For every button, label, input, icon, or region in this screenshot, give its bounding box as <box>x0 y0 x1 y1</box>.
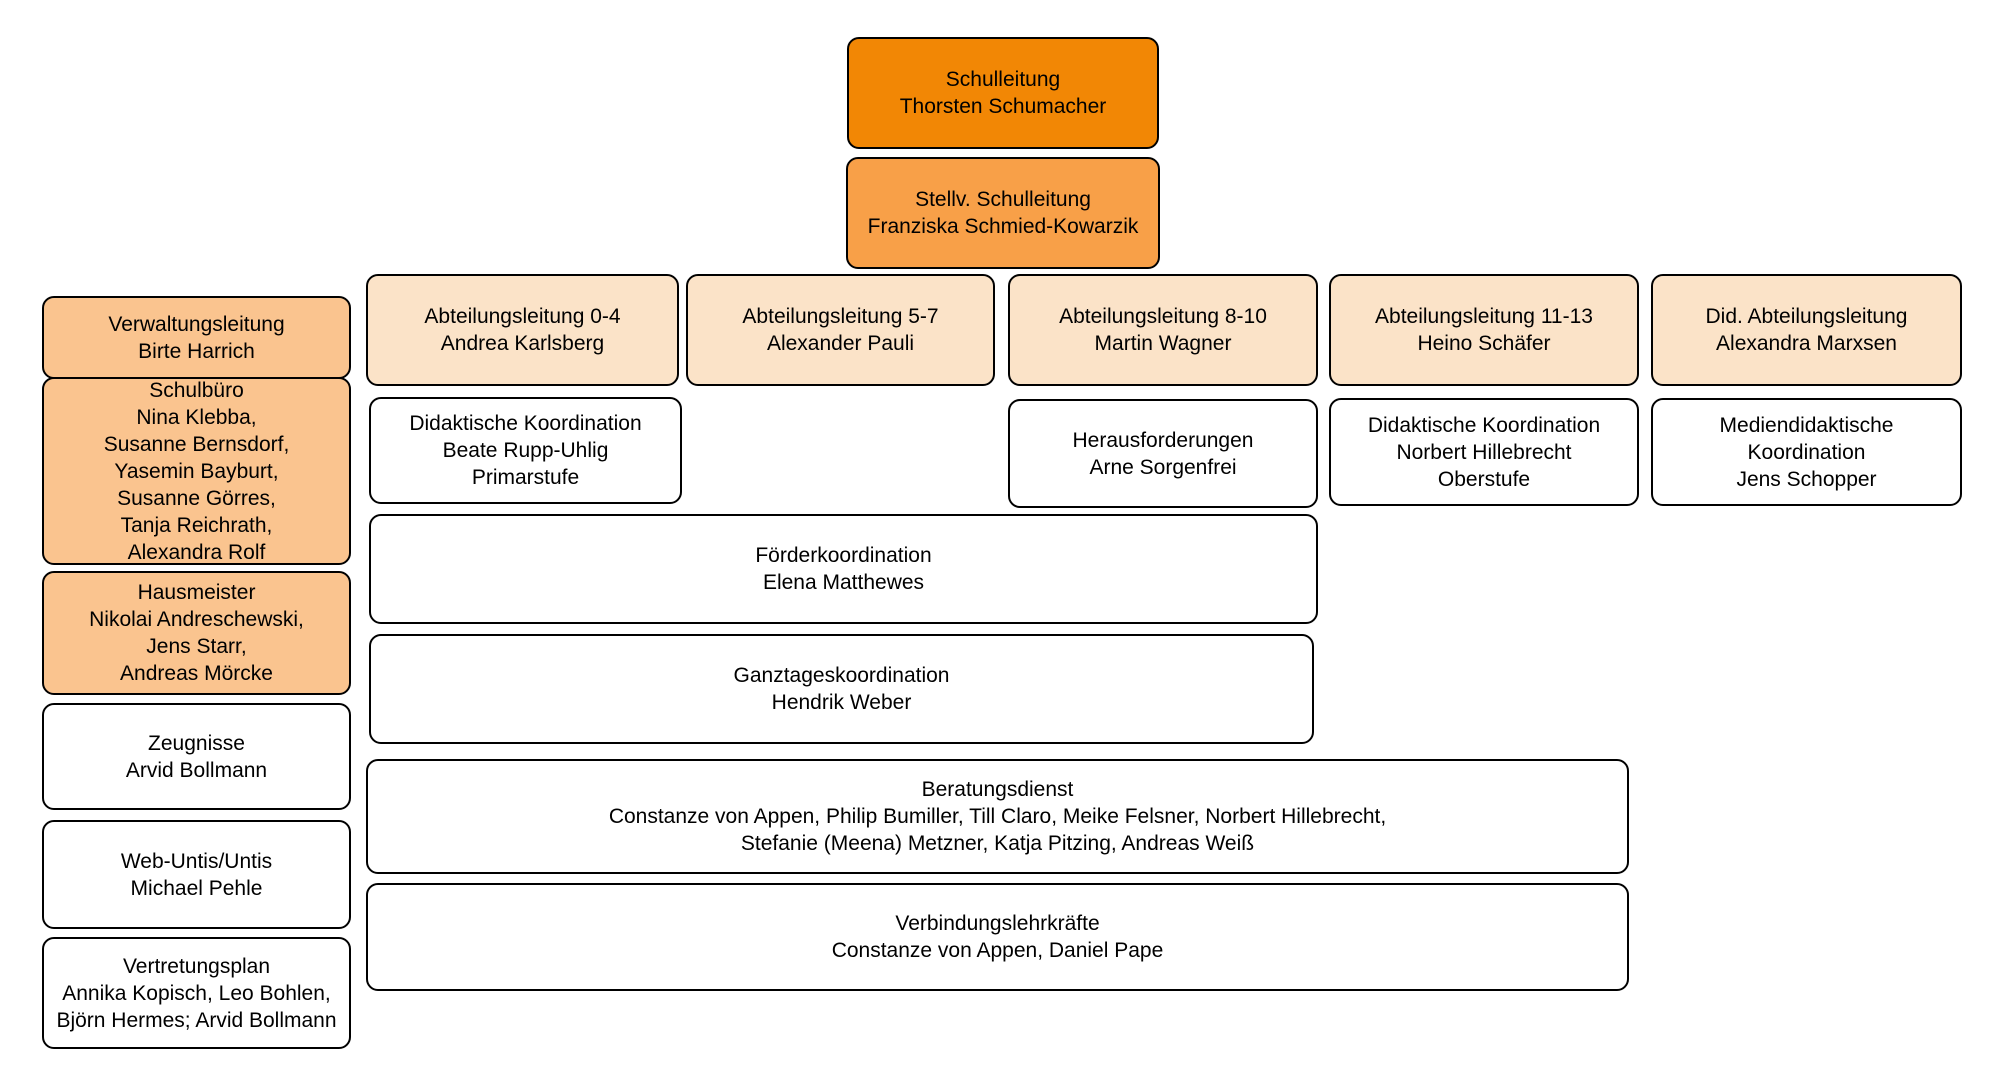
box-people: Arvid Bollmann <box>125 758 268 782</box>
box-role: Didaktische Koordination <box>1367 413 1601 437</box>
org-box-hausmeister: Hausmeister Nikolai Andreschewski, Jens … <box>42 571 351 695</box>
org-box-abteilungsleitung-0-4: Abteilungsleitung 0-4 Andrea Karlsberg <box>366 274 679 386</box>
org-box-verbindungslehrkraefte: Verbindungslehrkräfte Constanze von Appe… <box>366 883 1629 991</box>
org-box-abteilungsleitung-5-7: Abteilungsleitung 5-7 Alexander Pauli <box>686 274 995 386</box>
box-note: Oberstufe <box>1437 467 1531 491</box>
org-box-verwaltungsleitung: Verwaltungsleitung Birte Harrich <box>42 296 351 379</box>
box-people: Elena Matthewes <box>762 571 925 594</box>
box-role: Stellv. Schulleitung <box>915 188 1091 211</box>
org-box-abteilungsleitung-11-13: Abteilungsleitung 11-13 Heino Schäfer <box>1329 274 1639 386</box>
box-role: Abteilungsleitung 8-10 <box>1059 305 1267 328</box>
box-role: Did. Abteilungsleitung <box>1705 305 1908 328</box>
org-box-herausforderungen: Herausforderungen Arne Sorgenfrei <box>1008 399 1318 508</box>
org-box-vertretungsplan: Vertretungsplan Annika Kopisch, Leo Bohl… <box>42 937 351 1049</box>
box-role: Herausforderungen <box>1072 428 1254 452</box>
org-box-stellv-schulleitung: Stellv. Schulleitung Franziska Schmied-K… <box>846 157 1160 269</box>
org-box-web-untis: Web-Untis/Untis Michael Pehle <box>42 820 351 929</box>
box-people: Nikolai Andreschewski, Jens Starr, Andre… <box>89 608 304 685</box>
box-people: Constanze von Appen, Philip Bumiller, Ti… <box>608 805 1387 855</box>
box-people: Jens Schopper <box>1736 467 1877 491</box>
box-role: Ganztageskoordination <box>733 664 950 687</box>
box-role: Abteilungsleitung 0-4 <box>424 305 621 328</box>
box-role: Didaktische Koordination <box>409 412 642 435</box>
box-people: Heino Schäfer <box>1417 332 1551 355</box>
org-box-zeugnisse: Zeugnisse Arvid Bollmann <box>42 703 351 810</box>
org-box-didaktische-koordination-primarstufe: Didaktische Koordination Beate Rupp-Uhli… <box>369 397 682 504</box>
box-people: Thorsten Schumacher <box>899 95 1107 118</box>
box-people: Alexandra Marxsen <box>1716 332 1897 355</box>
box-people: Alexander Pauli <box>766 332 915 355</box>
box-people: Hendrik Weber <box>771 691 912 714</box>
box-role: Verwaltungsleitung <box>108 312 285 336</box>
box-people: Nina Klebba, Susanne Bernsdorf, Yasemin … <box>103 405 290 564</box>
org-box-schulbuero: Schulbüro Nina Klebba, Susanne Bernsdorf… <box>42 377 351 565</box>
box-role: Mediendidaktische Koordination <box>1719 413 1894 464</box>
box-people: Andrea Karlsberg <box>440 332 605 355</box>
org-box-didaktische-koordination-oberstufe: Didaktische Koordination Norbert Hillebr… <box>1329 398 1639 506</box>
box-people: Norbert Hillebrecht <box>1396 440 1572 464</box>
box-people: Constanze von Appen, Daniel Pape <box>831 939 1164 962</box>
box-people: Franziska Schmied-Kowarzik <box>867 215 1139 238</box>
box-people: Beate Rupp-Uhlig <box>442 439 609 462</box>
box-role: Schulbüro <box>149 378 244 402</box>
box-people: Annika Kopisch, Leo Bohlen, Björn Hermes… <box>56 981 337 1032</box>
org-box-abteilungsleitung-8-10: Abteilungsleitung 8-10 Martin Wagner <box>1008 274 1318 386</box>
box-role: Beratungsdienst <box>921 778 1074 801</box>
box-role: Zeugnisse <box>148 731 245 755</box>
box-role: Abteilungsleitung 11-13 <box>1375 305 1593 328</box>
org-box-ganztageskoordination: Ganztageskoordination Hendrik Weber <box>369 634 1314 744</box>
org-box-schulleitung: Schulleitung Thorsten Schumacher <box>847 37 1159 149</box>
box-people: Arne Sorgenfrei <box>1089 455 1237 479</box>
box-role: Vertretungsplan <box>122 954 271 978</box>
box-note: Primarstufe <box>471 466 580 489</box>
org-box-did-abteilungsleitung: Did. Abteilungsleitung Alexandra Marxsen <box>1651 274 1962 386</box>
box-role: Web-Untis/Untis <box>120 849 273 873</box>
box-role: Hausmeister <box>137 581 256 604</box>
org-box-foerderkoordination: Förderkoordination Elena Matthewes <box>369 514 1318 624</box>
org-box-mediendidaktische-koordination: Mediendidaktische Koordination Jens Scho… <box>1651 398 1962 506</box>
box-role: Verbindungslehrkräfte <box>895 912 1100 935</box>
box-people: Birte Harrich <box>138 339 255 363</box>
box-people: Martin Wagner <box>1094 332 1232 355</box>
box-role: Abteilungsleitung 5-7 <box>742 305 939 328</box>
org-box-beratungsdienst: Beratungsdienst Constanze von Appen, Phi… <box>366 759 1629 874</box>
box-people: Michael Pehle <box>130 876 263 900</box>
box-role: Schulleitung <box>945 68 1061 91</box>
box-role: Förderkoordination <box>755 544 932 567</box>
